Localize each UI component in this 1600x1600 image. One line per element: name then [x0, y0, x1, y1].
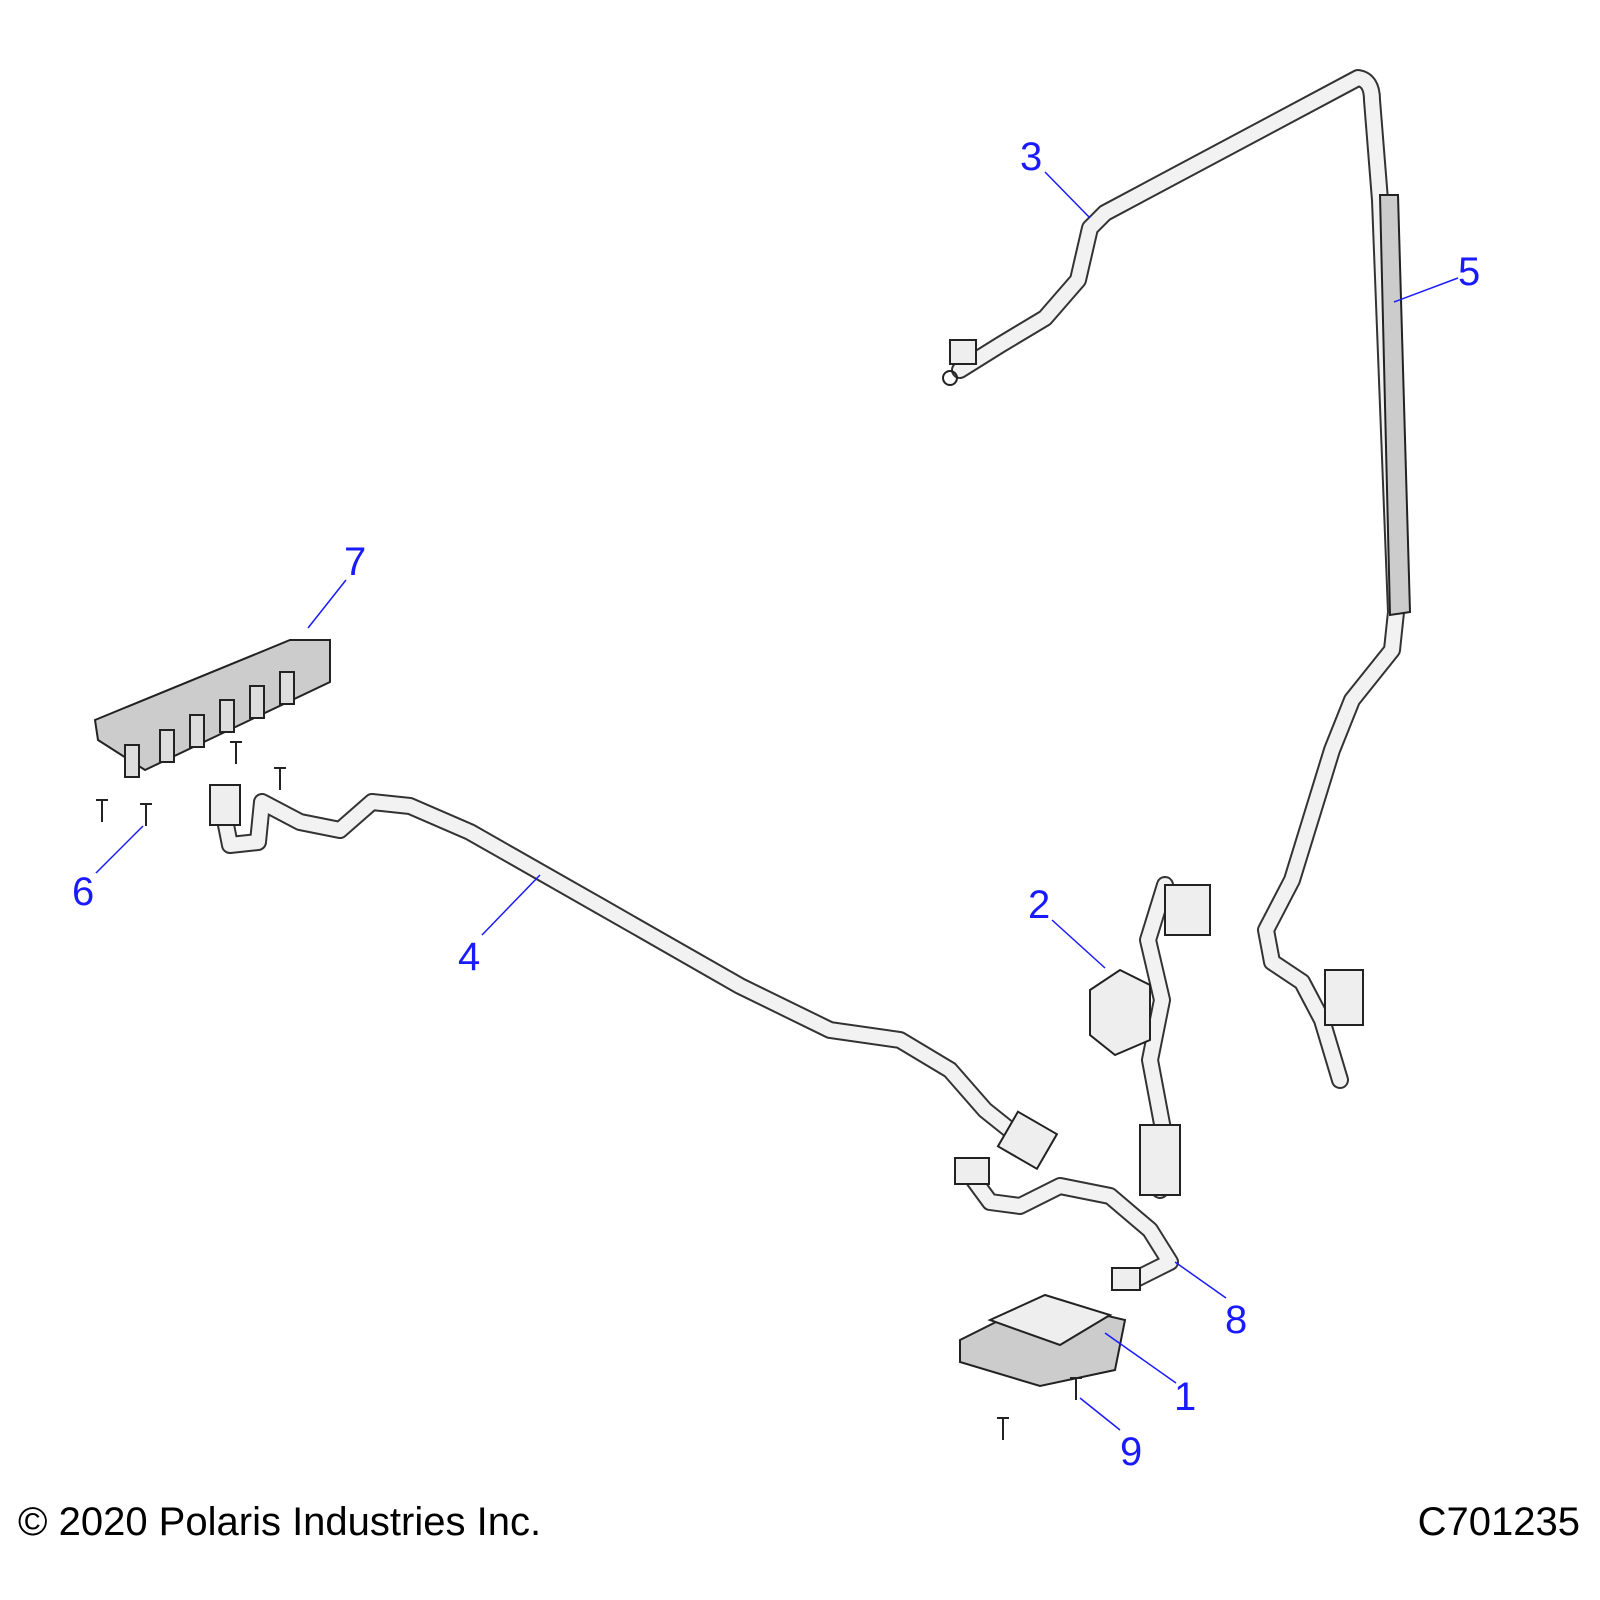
connector-icon [954, 1157, 990, 1185]
connector-icon [1111, 1267, 1141, 1291]
callout-6: 6 [72, 825, 144, 914]
callout-7: 7 [307, 540, 366, 629]
bracket-7[interactable] [93, 639, 331, 778]
connector-icon [949, 339, 977, 365]
callout-4: 4 [458, 874, 541, 979]
callout-8: 8 [1174, 1261, 1247, 1342]
svg-text:2: 2 [1028, 883, 1050, 927]
copyright-text: © 2020 Polaris Industries Inc. [18, 1500, 542, 1544]
svg-text:1: 1 [1174, 1375, 1196, 1419]
ring-terminal-icon [942, 370, 958, 386]
connector-icon [1324, 969, 1364, 1026]
svg-text:6: 6 [72, 870, 94, 914]
relay-block-icon [1089, 968, 1151, 1057]
svg-text:7: 7 [344, 540, 366, 584]
svg-text:4: 4 [458, 935, 480, 979]
sleeve-5[interactable] [1378, 194, 1412, 617]
callout-2: 2 [1028, 883, 1106, 969]
harness-3-5[interactable] [942, 69, 1405, 1089]
svg-text:5: 5 [1458, 250, 1480, 294]
callout-1: 1 [1104, 1332, 1196, 1419]
callout-9: 9 [1079, 1397, 1142, 1474]
callout-5: 5 [1393, 250, 1480, 303]
svg-text:3: 3 [1020, 135, 1042, 179]
harness-2[interactable] [1089, 876, 1211, 1199]
figure-code: C701235 [1417, 1500, 1580, 1544]
connector-icon [996, 1110, 1059, 1171]
harness-4[interactable] [209, 784, 1059, 1171]
svg-text:9: 9 [1120, 1430, 1142, 1474]
callout-3: 3 [1020, 135, 1091, 219]
svg-text:8: 8 [1225, 1298, 1247, 1342]
connector-icon [209, 784, 241, 826]
harness-8[interactable] [954, 1157, 1179, 1291]
screws [96, 741, 1082, 1440]
module-1[interactable] [959, 1293, 1127, 1388]
connector-icon [1164, 884, 1211, 936]
connector-icon [1139, 1124, 1181, 1196]
